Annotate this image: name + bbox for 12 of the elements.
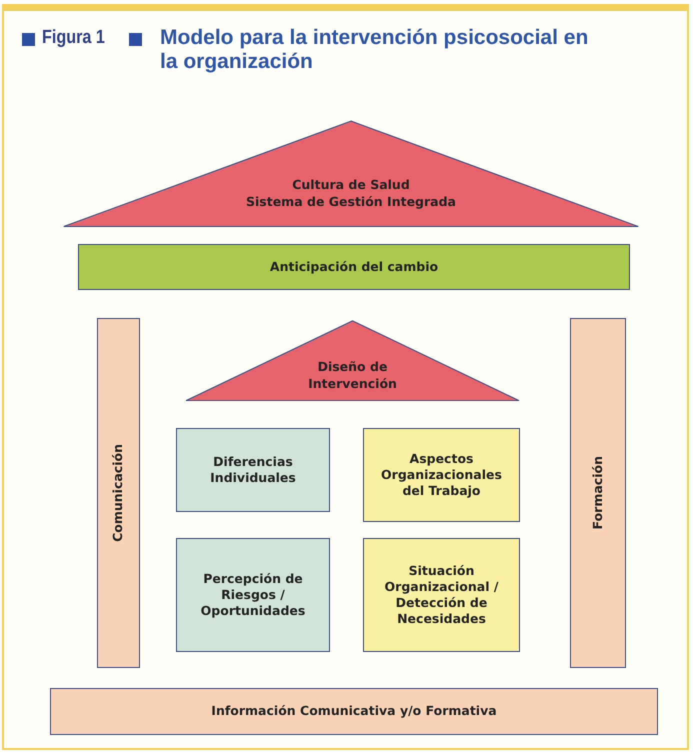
- horizontal-bar: Información Comunicativa y/o Formativa: [50, 688, 658, 735]
- figure-number: Figura 1: [42, 27, 105, 49]
- vertical-pillar: Comunicación: [97, 318, 140, 668]
- horizontal-bar: Anticipación del cambio: [78, 244, 630, 290]
- figure-title: Modelo para la intervención psicosocial en la organización: [160, 26, 590, 74]
- content-box: Aspectos Organizacionales del Trabajo: [363, 428, 520, 522]
- content-box: Situación Organizacional / Detección de Necesidades: [363, 538, 520, 652]
- vertical-pillar: Formación: [570, 318, 626, 668]
- roof-triangle: Cultura de Salud Sistema de Gestión Integrada: [62, 120, 640, 227]
- content-box: Diferencias Individuales: [176, 428, 330, 512]
- roof-triangle: Diseño de Intervención: [185, 320, 520, 401]
- content-box: Percepción de Riesgos / Oportunidades: [176, 538, 330, 652]
